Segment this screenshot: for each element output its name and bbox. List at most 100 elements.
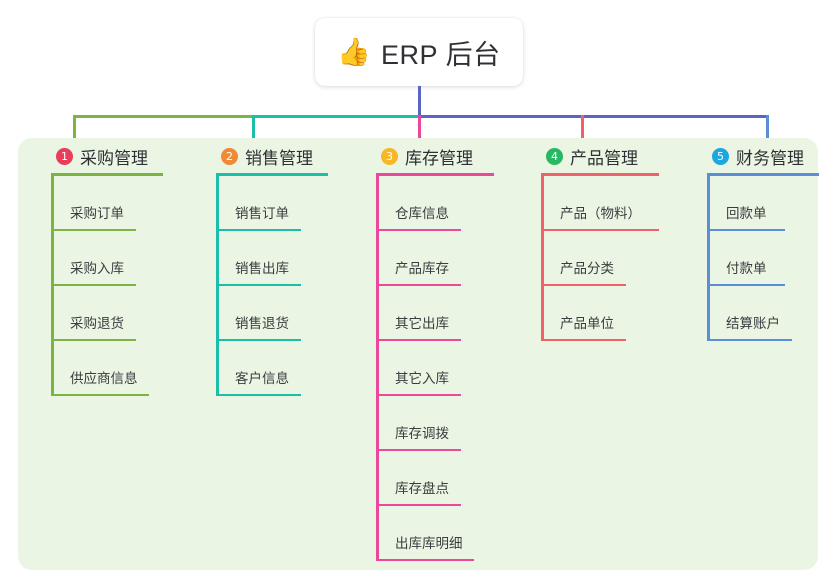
bar-segment-blue bbox=[418, 115, 768, 118]
branch-column-4: 4 产品管理产品（物料） 产品分类产品单位 bbox=[528, 144, 688, 341]
branch-child-label: 客户信息 bbox=[235, 371, 289, 386]
branch-spine-3 bbox=[376, 176, 379, 561]
branch-title-4: 产品管理 bbox=[570, 148, 638, 168]
branch-header-3[interactable]: 3 库存管理 bbox=[363, 144, 523, 168]
branch-child[interactable]: 付款单 bbox=[694, 231, 839, 286]
branch-child[interactable]: 销售退货 bbox=[203, 286, 353, 341]
branch-child[interactable]: 其它出库 bbox=[363, 286, 523, 341]
branch-child-label: 销售退货 bbox=[235, 316, 289, 331]
branch-child-label: 库存盘点 bbox=[395, 481, 449, 496]
branch-title-5: 财务管理 bbox=[736, 148, 804, 168]
branch-child-label: 产品单位 bbox=[560, 316, 614, 331]
bar-segment-green bbox=[73, 115, 253, 118]
branch-child-label: 采购入库 bbox=[70, 261, 124, 276]
branch-child-label: 回款单 bbox=[726, 206, 767, 221]
branch-child-label: 仓库信息 bbox=[395, 206, 449, 221]
branch-child-label: 销售订单 bbox=[235, 206, 289, 221]
branch-child[interactable]: 采购订单 bbox=[38, 176, 188, 231]
branch-child-rule bbox=[541, 229, 659, 231]
branch-child-rule bbox=[376, 504, 461, 506]
branch-children-4: 产品（物料） 产品分类产品单位 bbox=[528, 176, 688, 341]
drop-branch-5 bbox=[766, 115, 769, 148]
branch-child[interactable]: 回款单 bbox=[694, 176, 839, 231]
branch-child-rule bbox=[376, 339, 461, 341]
branch-title-2: 销售管理 bbox=[245, 148, 313, 168]
branch-child[interactable]: 库存盘点 bbox=[363, 451, 523, 506]
branch-child-label: 库存调拨 bbox=[395, 426, 449, 441]
branch-child[interactable]: 采购入库 bbox=[38, 231, 188, 286]
branch-child-label: 采购退货 bbox=[70, 316, 124, 331]
branch-child-rule bbox=[216, 394, 301, 396]
branch-child-rule bbox=[216, 229, 301, 231]
branch-column-2: 2 销售管理销售订单销售出库销售退货客户信息 bbox=[203, 144, 353, 396]
branch-child-rule bbox=[376, 394, 461, 396]
branch-child-rule bbox=[51, 229, 136, 231]
branch-child-label: 产品库存 bbox=[395, 261, 449, 276]
root-node[interactable]: 👍 ERP 后台 bbox=[315, 18, 523, 86]
branch-header-4[interactable]: 4 产品管理 bbox=[528, 144, 688, 168]
branch-child[interactable]: 产品单位 bbox=[528, 286, 688, 341]
branch-child[interactable]: 产品（物料） bbox=[528, 176, 688, 231]
branch-child-rule bbox=[541, 339, 626, 341]
branch-child-rule bbox=[51, 394, 149, 396]
branch-child[interactable]: 产品分类 bbox=[528, 231, 688, 286]
branch-child-label: 出库库明细 bbox=[395, 536, 463, 551]
branch-title-3: 库存管理 bbox=[405, 148, 473, 168]
branch-header-5[interactable]: 5 财务管理 bbox=[694, 144, 839, 168]
branch-header-2[interactable]: 2 销售管理 bbox=[203, 144, 353, 168]
branch-children-5: 回款单付款单结算账户 bbox=[694, 176, 839, 341]
branch-child-label: 采购订单 bbox=[70, 206, 124, 221]
branch-child-label: 其它出库 bbox=[395, 316, 449, 331]
branch-children-1: 采购订单采购入库采购退货供应商信息 bbox=[38, 176, 188, 396]
branch-child[interactable]: 销售订单 bbox=[203, 176, 353, 231]
branch-spine-4 bbox=[541, 176, 544, 341]
branch-header-1[interactable]: 1 采购管理 bbox=[38, 144, 188, 168]
branch-child[interactable]: 客户信息 bbox=[203, 341, 353, 396]
branches-panel bbox=[18, 138, 818, 570]
branch-child[interactable]: 供应商信息 bbox=[38, 341, 188, 396]
root-title: ERP 后台 bbox=[381, 39, 501, 70]
branch-child[interactable]: 结算账户 bbox=[694, 286, 839, 341]
branch-spine-2 bbox=[216, 176, 219, 396]
branch-child-label: 结算账户 bbox=[726, 316, 780, 331]
drop-branch-2 bbox=[252, 115, 255, 148]
branch-badge-4: 4 bbox=[546, 147, 563, 165]
branch-children-2: 销售订单销售出库销售退货客户信息 bbox=[203, 176, 353, 396]
branch-child[interactable]: 其它入库 bbox=[363, 341, 523, 396]
drop-branch-4 bbox=[581, 115, 584, 148]
branch-column-1: 1 采购管理采购订单采购入库采购退货供应商信息 bbox=[38, 144, 188, 396]
branch-child-label: 销售出库 bbox=[235, 261, 289, 276]
branch-rule-4 bbox=[541, 173, 659, 176]
drop-root bbox=[418, 86, 421, 116]
branch-child-rule bbox=[376, 229, 461, 231]
branch-rule-2 bbox=[216, 173, 328, 176]
branch-column-5: 5 财务管理回款单付款单结算账户 bbox=[694, 144, 839, 341]
branch-child-rule bbox=[51, 284, 136, 286]
branch-child-rule bbox=[541, 284, 626, 286]
branch-title-1: 采购管理 bbox=[80, 148, 148, 168]
branch-child-rule bbox=[707, 339, 792, 341]
branch-badge-5: 5 bbox=[712, 147, 729, 165]
branch-child-label: 产品（物料） bbox=[560, 206, 641, 221]
branch-rule-5 bbox=[707, 173, 819, 176]
branch-badge-1: 1 bbox=[56, 147, 73, 165]
branch-child-rule bbox=[51, 339, 136, 341]
branch-child[interactable]: 采购退货 bbox=[38, 286, 188, 341]
branch-child[interactable]: 销售出库 bbox=[203, 231, 353, 286]
branch-child[interactable]: 产品库存 bbox=[363, 231, 523, 286]
branch-column-3: 3 库存管理仓库信息产品库存其它出库其它入库库存调拨库存盘点出库库明细 bbox=[363, 144, 523, 561]
branch-rule-3 bbox=[376, 173, 494, 176]
branch-child[interactable]: 库存调拨 bbox=[363, 396, 523, 451]
branch-badge-2: 2 bbox=[221, 147, 238, 165]
drop-branch-3 bbox=[418, 115, 421, 148]
branch-child-rule bbox=[376, 559, 474, 561]
branch-child-label: 产品分类 bbox=[560, 261, 614, 276]
branch-child[interactable]: 出库库明细 bbox=[363, 506, 523, 561]
branch-child-label: 付款单 bbox=[726, 261, 767, 276]
branch-child-rule bbox=[707, 229, 785, 231]
branch-spine-5 bbox=[707, 176, 710, 341]
branch-child-label: 其它入库 bbox=[395, 371, 449, 386]
branch-badge-3: 3 bbox=[381, 147, 398, 165]
branch-child[interactable]: 仓库信息 bbox=[363, 176, 523, 231]
